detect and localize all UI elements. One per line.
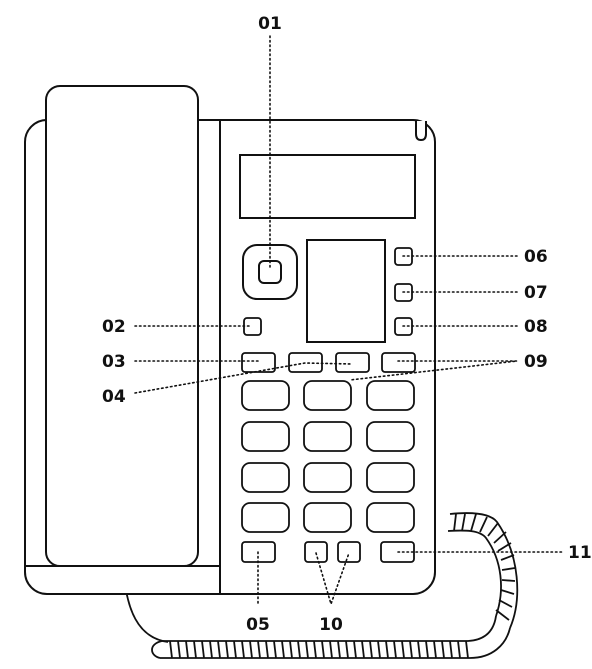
cord-rib	[337, 640, 341, 659]
cord-rib	[500, 589, 515, 595]
keypad-key-r4c1[interactable]	[241, 502, 290, 533]
cord-rib	[289, 640, 293, 659]
cord-rib	[353, 640, 357, 659]
hook-switch	[415, 121, 427, 142]
soft-key-04a[interactable]	[288, 352, 323, 373]
cord-rib	[377, 640, 381, 659]
cord-rib	[425, 640, 429, 659]
cord-rib	[249, 640, 253, 659]
cord-rib	[257, 640, 261, 659]
callout-10: 10	[319, 615, 343, 635]
display-screen	[239, 154, 416, 219]
cord-rib	[209, 640, 213, 659]
cord-rib	[177, 640, 181, 659]
cord-coil-ribs	[169, 513, 516, 659]
cord-rib	[321, 640, 325, 659]
dial-keypad[interactable]	[241, 380, 415, 533]
button-10a[interactable]	[304, 541, 328, 563]
callout-05: 05	[246, 615, 270, 635]
soft-key-03[interactable]	[241, 352, 276, 373]
cord-rib	[385, 640, 389, 659]
cord-rib	[470, 513, 477, 532]
leader-04	[134, 362, 353, 394]
cord-rib	[225, 640, 229, 659]
cord-rib	[497, 542, 512, 552]
cord-rib	[500, 554, 515, 561]
coiled-cord	[122, 512, 519, 659]
cord-coil-bottom-inner	[162, 615, 497, 642]
cord-rib	[313, 640, 317, 659]
callout-08: 08	[524, 317, 548, 337]
cord-rib	[487, 522, 499, 537]
keypad-key-r2c3[interactable]	[366, 421, 415, 452]
cord-rib	[441, 640, 445, 659]
cord-rib	[305, 640, 309, 659]
keypad-key-r4c2[interactable]	[303, 502, 352, 533]
cord-rib	[493, 531, 507, 544]
leader-lines	[134, 35, 563, 607]
cord-rib	[409, 640, 413, 659]
cord-rib	[501, 567, 516, 571]
callout-06: 06	[524, 247, 548, 267]
keypad-key-r2c1[interactable]	[241, 421, 290, 452]
callout-11: 11	[568, 543, 592, 563]
cord-rib	[401, 640, 405, 659]
cord-rib	[185, 640, 189, 659]
leader-10	[315, 552, 350, 607]
button-02[interactable]	[243, 317, 262, 336]
cord-coil-side-inner	[447, 529, 502, 617]
callout-02: 02	[102, 317, 126, 337]
cord-rib	[217, 640, 221, 659]
cord-rib	[297, 640, 301, 659]
callout-04: 04	[102, 387, 126, 407]
side-screen	[306, 239, 386, 343]
cord-rib	[457, 640, 461, 659]
nav-ok-button[interactable]	[258, 260, 282, 284]
keypad-key-r3c2[interactable]	[303, 462, 352, 493]
keypad-key-r3c3[interactable]	[366, 462, 415, 493]
cord-rib	[393, 640, 397, 659]
cord-rib	[495, 609, 510, 621]
cord-rib	[417, 640, 421, 659]
cord-rib	[193, 640, 197, 659]
cord-coil-end	[151, 640, 163, 659]
cord-coil-bottom-outer	[160, 627, 511, 659]
button-10b[interactable]	[337, 541, 361, 563]
keypad-key-r1c1[interactable]	[241, 380, 290, 411]
cord-rib	[201, 640, 205, 659]
cord-rib	[281, 640, 285, 659]
cord-rib	[241, 640, 245, 659]
cord-rib	[273, 640, 277, 659]
keypad-key-r1c3[interactable]	[366, 380, 415, 411]
cord-rib	[461, 513, 466, 532]
cord-rib	[265, 640, 269, 659]
cord-rib	[233, 640, 237, 659]
keypad-key-r3c1[interactable]	[241, 462, 290, 493]
callout-01: 01	[258, 14, 282, 34]
cord-rib	[449, 640, 453, 659]
keypad-key-r2c2[interactable]	[303, 421, 352, 452]
cord-rib	[433, 640, 437, 659]
cord-rib	[345, 640, 349, 659]
callout-07: 07	[524, 283, 548, 303]
cord-rib	[465, 640, 469, 659]
cord-rib	[498, 599, 513, 608]
cord-rib	[169, 640, 173, 659]
soft-key-09[interactable]	[381, 352, 416, 373]
leader-09	[349, 360, 518, 381]
cord-rib	[453, 513, 457, 532]
cord-rib	[329, 640, 333, 659]
callout-labels: 01 02 03 04 06 07 08 09 05 10 11	[102, 14, 592, 635]
soft-key-04b[interactable]	[335, 352, 370, 373]
cord-rib	[369, 640, 373, 659]
cord-rib	[361, 640, 365, 659]
cord-rib	[479, 516, 488, 533]
callout-03: 03	[102, 352, 126, 372]
cord-coil-side-outer	[449, 512, 519, 629]
callout-09: 09	[524, 352, 548, 372]
keypad-key-r1c2[interactable]	[303, 380, 352, 411]
cord-rib	[501, 579, 516, 582]
keypad-key-r4c3[interactable]	[366, 502, 415, 533]
